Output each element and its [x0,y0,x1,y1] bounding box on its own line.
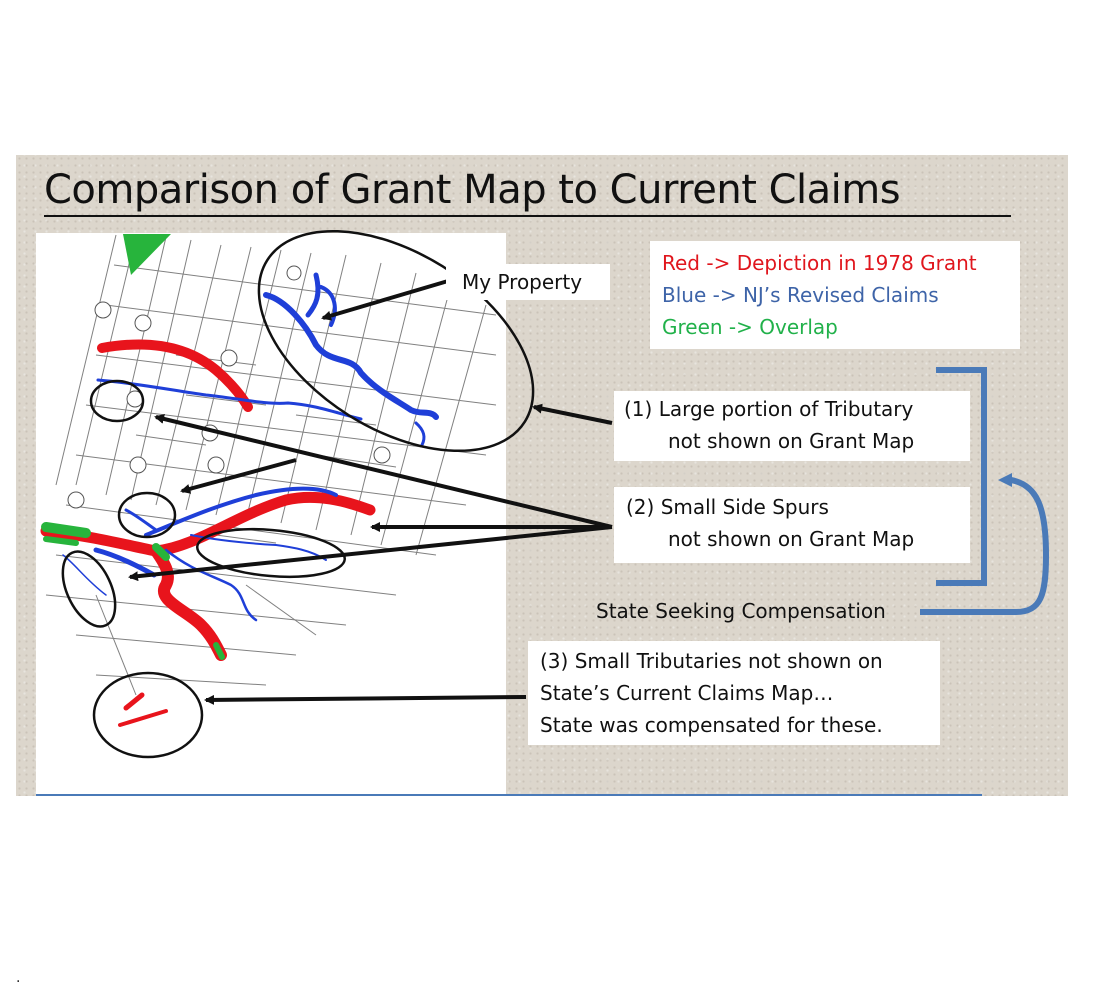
red-grant-depiction [40,339,376,727]
ellipse-spur-right [196,527,346,579]
title-underline [44,215,1011,217]
callout-3-line-1: (3) Small Tributaries not shown on [540,649,883,673]
green-overlap [41,522,225,660]
my-property-label: My Property [446,264,610,300]
callout-box-3: (3) Small Tributaries not shown on State… [528,641,940,745]
ellipse-lower-left [61,550,117,628]
callout-box-2: (2) Small Side Spurs not shown on Grant … [614,487,970,563]
callout-1-line-2: not shown on Grant Map [668,429,915,453]
overlap-corner [123,234,171,275]
legend-box: Red -> Depiction in 1978 Grant Blue -> N… [650,241,1020,349]
ellipse-my-property [257,229,535,453]
callout-box-1: (1) Large portion of Tributary not shown… [614,391,970,461]
callout-2-line-1: (2) Small Side Spurs [626,495,829,519]
ellipse-spur-mid [117,491,177,539]
callout-2-line-2: not shown on Grant Map [668,527,915,551]
callout-3-line-2: State’s Current Claims Map… [540,681,834,705]
footer-dot: . [16,970,21,986]
compensation-return-arrow [920,473,1050,615]
slide: Comparison of Grant Map to Current Claim… [16,155,1068,796]
map-overlay [40,229,1050,759]
bottom-rule [36,794,982,796]
legend-blue: Blue -> NJ’s Revised Claims [662,283,939,307]
callout-arrows [128,279,613,705]
state-seeking-compensation-label: State Seeking Compensation [596,599,886,623]
highlight-ellipses [61,229,535,759]
legend-green: Green -> Overlap [662,315,838,339]
ellipse-spur-left [89,379,145,423]
legend-red: Red -> Depiction in 1978 Grant [662,251,977,275]
compensation-bracket [936,367,987,586]
slide-title: Comparison of Grant Map to Current Claim… [44,167,901,213]
callout-3-line-3: State was compensated for these. [540,713,883,737]
callout-1-line-1: (1) Large portion of Tributary [624,397,914,421]
ellipse-bottom [92,671,204,759]
lot-markers [67,265,391,509]
